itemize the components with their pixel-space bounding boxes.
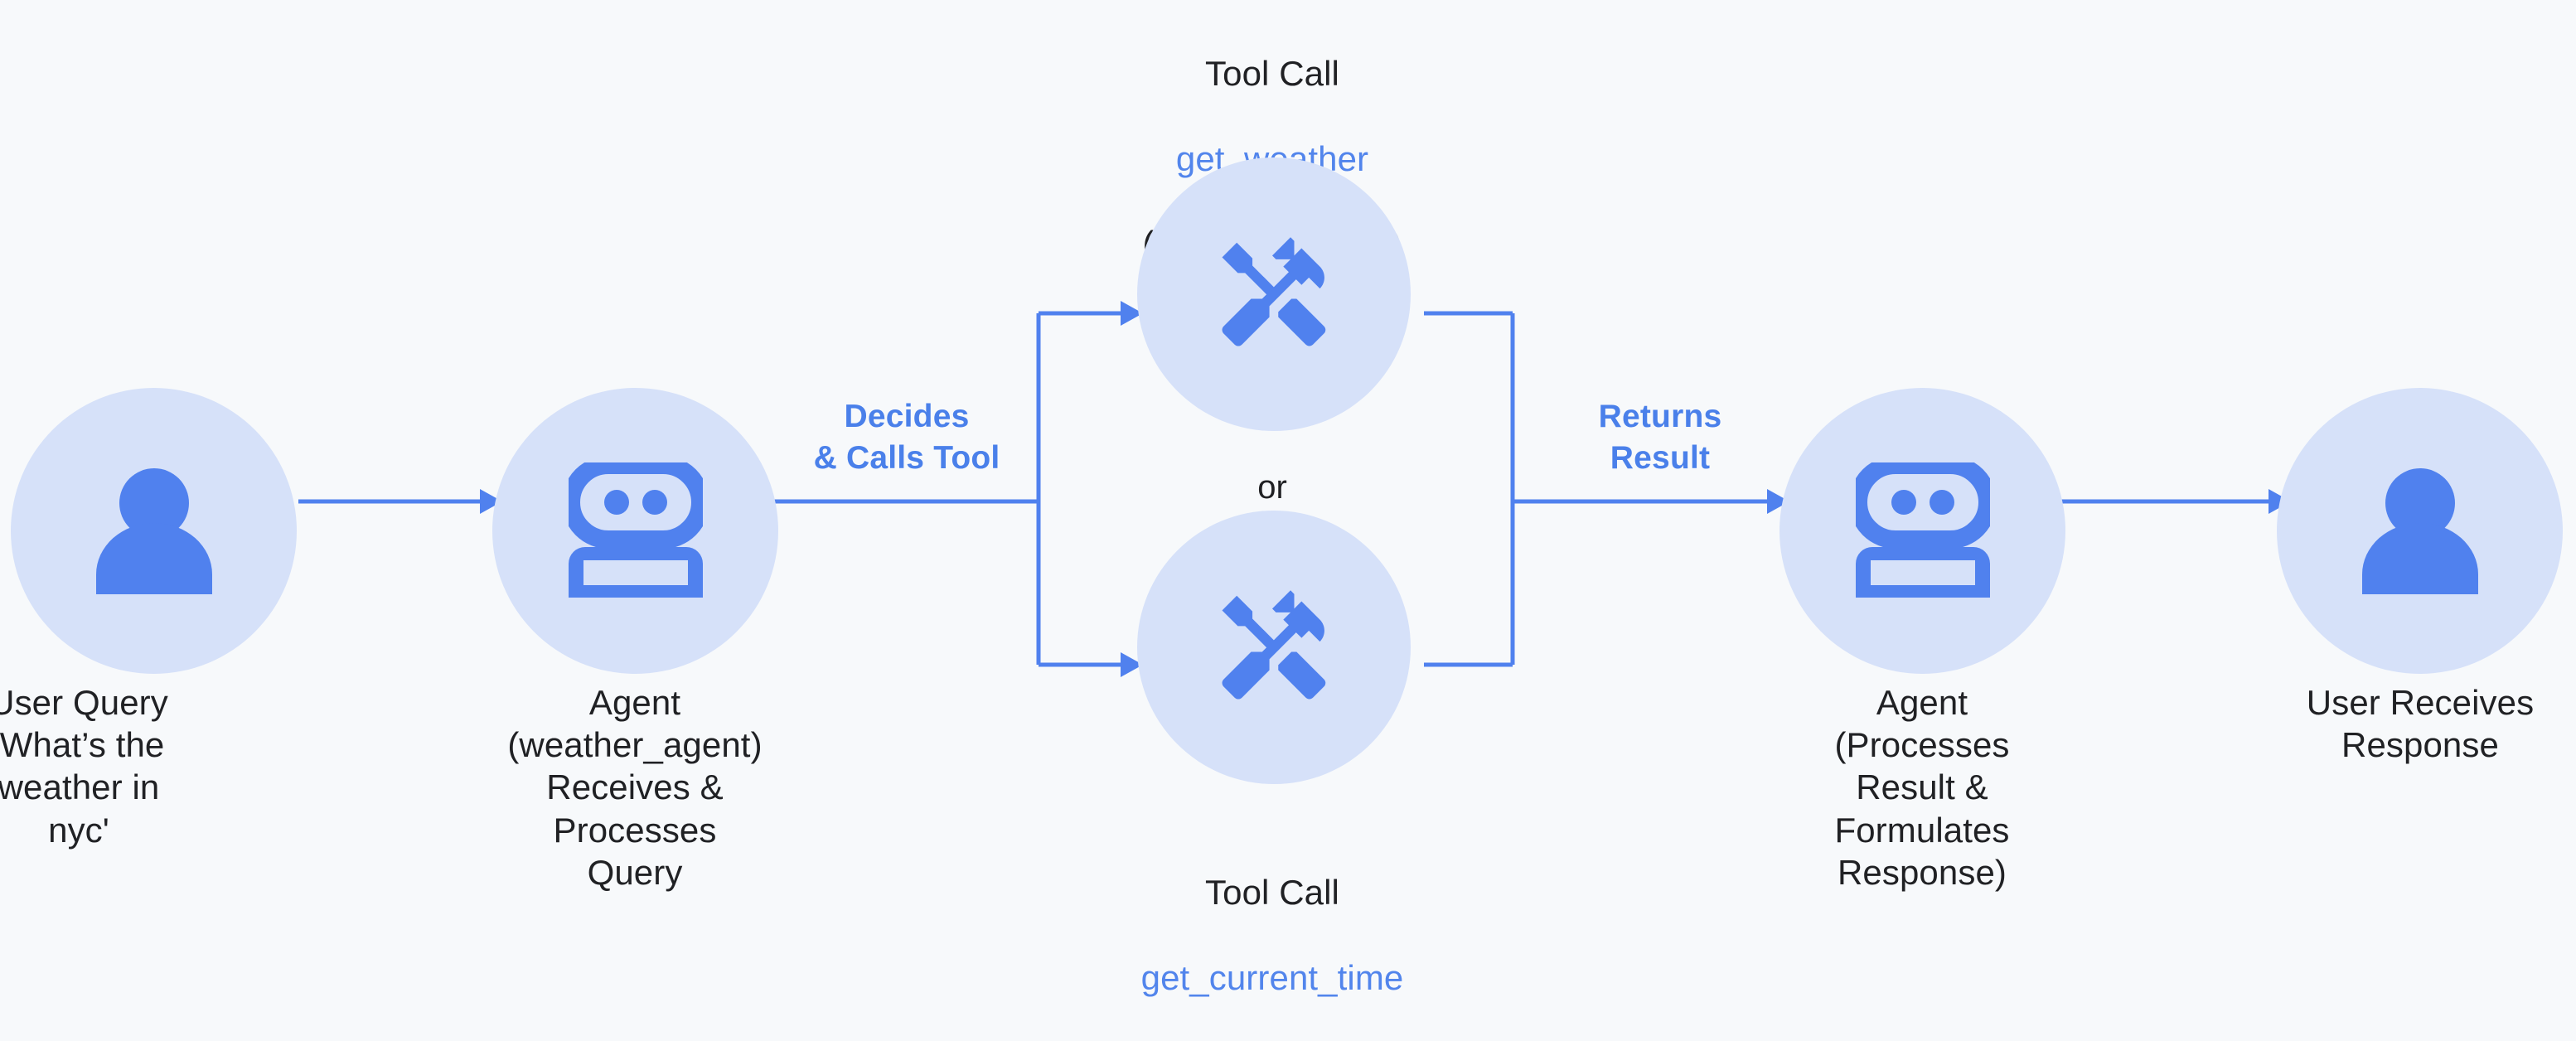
node-user-query[interactable] bbox=[11, 388, 297, 674]
edge-tools-to-agent bbox=[1424, 311, 1789, 667]
caption-tool-get-current-time: Tool Call get_current_time bbox=[1086, 829, 1459, 1041]
tool-call-label-top: Tool Call bbox=[1205, 54, 1339, 94]
robot-icon bbox=[1855, 462, 1990, 600]
node-tool-get-weather[interactable] bbox=[1137, 157, 1411, 431]
diagram-canvas: User Query 'What’s the weather in nyc' A… bbox=[0, 54, 2563, 997]
tool-call-label-bottom: Tool Call bbox=[1205, 873, 1339, 913]
caption-agent-receives: Agent (weather_agent) Receives & Process… bbox=[507, 683, 763, 892]
handyman-tools-icon bbox=[1212, 585, 1336, 709]
tool-fn-name-bottom: get_current_time bbox=[1140, 957, 1404, 997]
edge-label-returns-result: Returns Result bbox=[1598, 399, 1722, 476]
edge-label-decides-calls-tool: Decides & Calls Tool bbox=[813, 399, 1000, 476]
handyman-tools-icon bbox=[1212, 232, 1336, 356]
person-icon bbox=[88, 467, 220, 594]
edge-agent-to-tools bbox=[772, 301, 1143, 677]
caption-user-query: User Query 'What’s the weather in nyc' bbox=[0, 683, 168, 850]
caption-user-response: User Receives Response bbox=[2306, 683, 2535, 765]
person-icon bbox=[2354, 467, 2486, 594]
node-agent-processes[interactable] bbox=[1779, 388, 2065, 674]
robot-icon bbox=[568, 462, 703, 600]
branch-separator-or: or bbox=[1257, 469, 1287, 506]
node-agent-receives[interactable] bbox=[492, 388, 778, 674]
node-user-response[interactable] bbox=[2277, 388, 2563, 674]
caption-agent-processes: Agent (Processes Result & Formulates Res… bbox=[1834, 683, 2010, 892]
node-tool-get-current-time[interactable] bbox=[1137, 511, 1411, 784]
